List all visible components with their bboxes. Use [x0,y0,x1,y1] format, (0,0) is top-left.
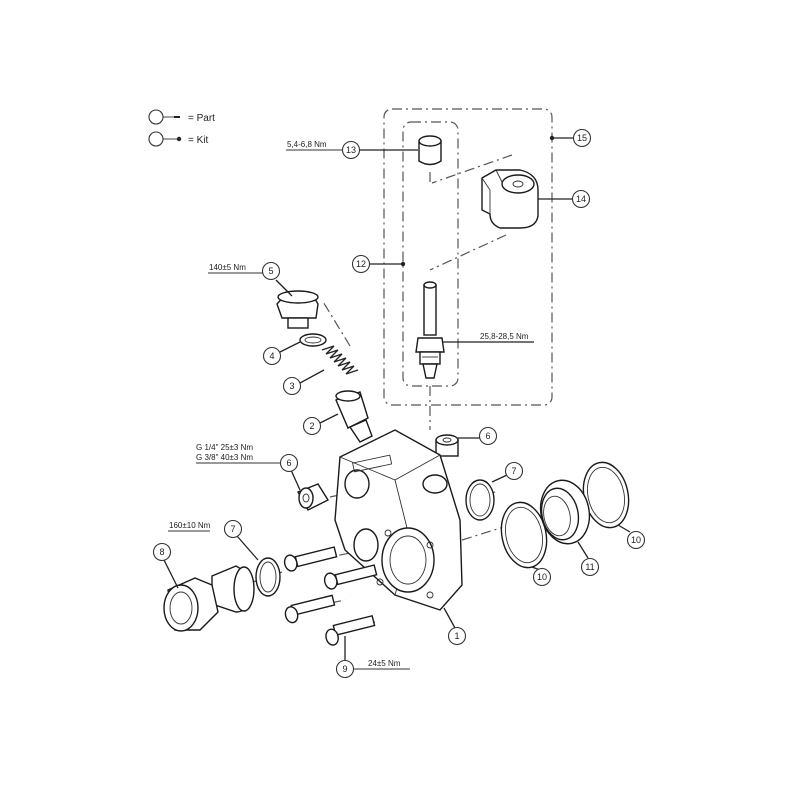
part-7-oring-right [465,479,495,521]
callout-6-left: 6 [279,453,299,473]
svg-text:9: 9 [342,664,347,674]
svg-text:4: 4 [269,351,274,361]
part-13-nut [418,135,442,166]
svg-text:12: 12 [356,259,366,269]
callout-3: 3 [282,376,302,396]
callout-5: 5 [261,261,281,281]
svg-text:5: 5 [268,266,273,276]
leader-lines [163,135,631,670]
svg-text:3: 3 [289,381,294,391]
svg-text:7: 7 [230,524,235,534]
part-14-coil [481,169,539,229]
callouts: 1 2 3 4 5 6 6 7 7 8 9 10 10 11 12 13 14 … [152,128,646,679]
cartridge-valve [415,281,445,379]
svg-text:10: 10 [537,572,547,582]
callout-9: 9 [335,659,355,679]
callout-11: 11 [580,557,600,577]
callout-7-right: 7 [504,461,524,481]
part-6-plug-right [435,434,459,457]
svg-text:10: 10 [631,535,641,545]
callout-7-left: 7 [223,519,243,539]
svg-text:13: 13 [346,145,356,155]
kit-15-boundary [383,108,553,406]
legend-part-label: = Part [188,113,215,124]
svg-text:14: 14 [576,194,586,204]
part-9-bolts [283,546,378,646]
callout-12: 12 [351,254,371,274]
svg-text:7: 7 [511,466,516,476]
torque-label-8: 160±10 Nm [169,521,211,530]
callout-15: 15 [572,128,592,148]
svg-text:1: 1 [454,631,459,641]
part-8-fitting [163,565,255,632]
torque-label-9: 24±5 Nm [368,659,401,668]
part-3-spring [321,345,359,375]
legend-kit-label: = Kit [188,135,209,146]
callout-10-left: 10 [532,567,552,587]
svg-text:6: 6 [286,458,291,468]
part-2-poppet [335,390,373,443]
callout-4: 4 [262,346,282,366]
callout-8: 8 [152,542,172,562]
svg-text:2: 2 [309,421,314,431]
callout-2: 2 [302,416,322,436]
torque-label-5: 140±5 Nm [209,263,246,272]
torque-label-6-three-eighths: G 3/8" 40±3 Nm [196,453,253,462]
svg-text:6: 6 [485,431,490,441]
torque-label-6-quarter: G 1/4" 25±3 Nm [196,443,253,452]
torque-label-13: 5,4-6,8 Nm [287,140,327,149]
part-10-seal-left [500,501,548,569]
torque-labels: 5,4-6,8 Nm 140±5 Nm 25,8-28,5 Nm G 1/4" … [169,140,529,668]
legend: = Part = Kit [148,109,215,147]
part-11-flange-ring [539,479,591,545]
kit-12-boundary [402,121,459,387]
svg-text:8: 8 [159,547,164,557]
kit-boundaries [383,108,553,406]
callout-1: 1 [447,626,467,646]
svg-text:11: 11 [585,562,594,572]
legend-kit-circle [148,131,164,147]
part-6-plug-left [297,483,330,511]
part-1-manifold-body [334,429,463,611]
svg-text:15: 15 [577,133,587,143]
callout-10-right: 10 [626,530,646,550]
part-5-plug [276,290,319,329]
legend-kit-dot [176,136,182,142]
callout-13: 13 [341,140,361,160]
torque-label-cartridge: 25,8-28,5 Nm [480,332,529,341]
part-4-oring [299,333,327,347]
callout-14: 14 [571,189,591,209]
callout-6-top: 6 [478,426,498,446]
legend-part-circle [148,109,164,125]
